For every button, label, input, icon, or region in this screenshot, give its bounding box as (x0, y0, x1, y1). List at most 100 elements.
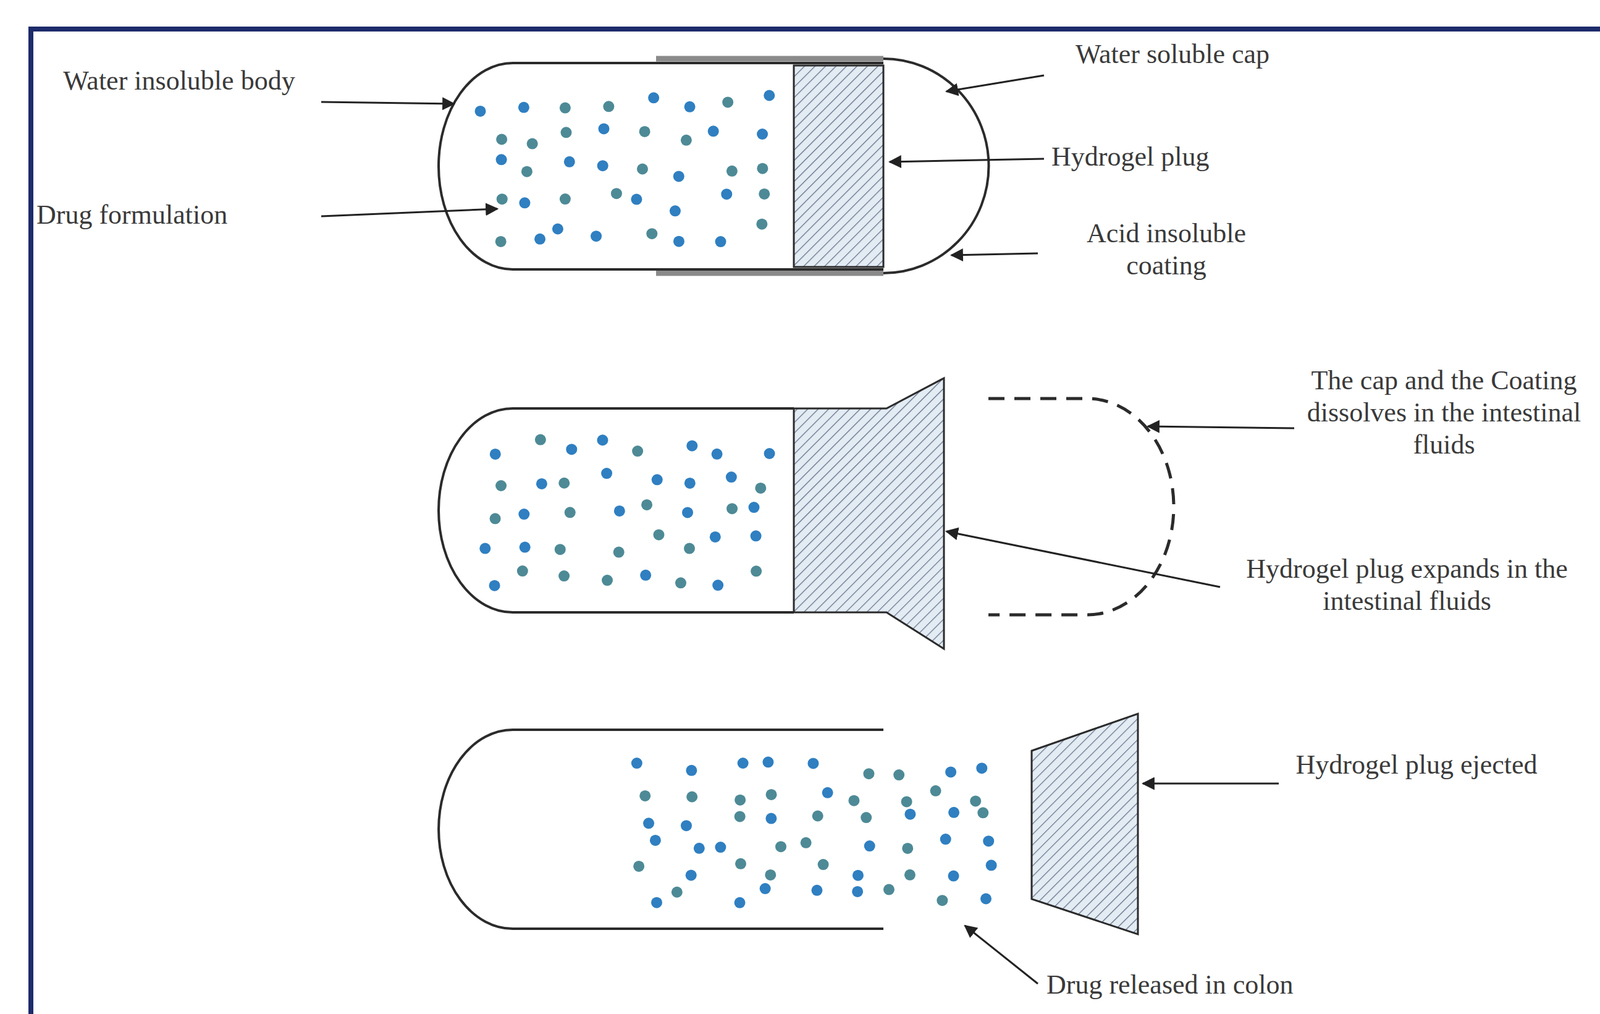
drug-particle (685, 869, 697, 881)
drug-particle (613, 546, 625, 558)
capsule-body (438, 408, 794, 613)
drug-particle (565, 443, 577, 455)
drug-particle (559, 193, 571, 205)
capsule-body (438, 63, 884, 270)
drug-particle (651, 896, 663, 909)
callout-label: Drug formulation (33, 198, 319, 232)
drug-particle (552, 223, 564, 235)
drug-particle (693, 842, 705, 854)
drug-particle (807, 757, 819, 769)
drug-particle (711, 448, 723, 460)
drug-particle (977, 806, 989, 818)
drug-particle (496, 193, 508, 205)
callout-label: Hydrogel plug expands in the intestinal … (1226, 552, 1588, 618)
drug-particle (936, 894, 948, 906)
drug-particle (684, 101, 696, 113)
drug-particle (521, 166, 533, 178)
leader-line (951, 253, 1038, 256)
drug-particle (614, 505, 626, 517)
drug-particle (534, 434, 547, 446)
drug-particle (726, 502, 738, 514)
drug-particle (610, 187, 623, 199)
leader-line (946, 531, 1221, 587)
drug-particle (669, 205, 681, 217)
callout-label: Acid insoluble coating (1042, 217, 1290, 282)
drug-particle (812, 810, 824, 822)
drug-particle (860, 811, 872, 823)
drug-particle (720, 188, 733, 200)
drug-particle (602, 100, 615, 112)
drug-particle (800, 837, 812, 849)
drug-particles (475, 90, 776, 248)
drug-particle (940, 833, 952, 845)
drug-particle (762, 756, 774, 768)
drug-particle (633, 860, 645, 872)
leader-line (1142, 782, 1279, 785)
drug-particle (811, 884, 823, 896)
drug-particle (766, 788, 778, 800)
drug-particle (643, 817, 655, 829)
callout-label: Hydrogel plug ejected (1283, 748, 1550, 781)
drug-particle (980, 892, 992, 904)
drug-particle (725, 471, 737, 483)
drug-particle (680, 819, 692, 831)
drug-particle (686, 439, 698, 451)
drug-particle (735, 858, 747, 870)
drug-particle (893, 769, 905, 781)
drug-particle (976, 762, 988, 774)
frame-border (30, 29, 1600, 1014)
drug-particle (822, 787, 834, 799)
drug-particle (564, 156, 576, 168)
drug-particle (517, 565, 529, 577)
drug-particle (759, 882, 771, 894)
drug-particle (750, 530, 762, 542)
drug-particle (671, 886, 683, 898)
drug-particle (684, 477, 696, 489)
hydrogel-plug (793, 65, 884, 267)
drug-particle (901, 842, 914, 854)
drug-particle (495, 235, 507, 248)
drug-particle (756, 218, 768, 230)
cap-sleeve (656, 56, 884, 62)
leader-line (321, 208, 498, 217)
drug-particle (754, 482, 767, 494)
drug-particle (714, 841, 726, 853)
drug-particle (904, 869, 916, 881)
drug-particle (651, 473, 663, 485)
drug-particle (601, 467, 613, 479)
drug-particle (904, 808, 916, 820)
drug-particle (489, 580, 501, 592)
drug-particles (631, 756, 998, 909)
drug-particle (682, 506, 694, 518)
drug-particle (709, 531, 721, 543)
drug-particle (479, 543, 491, 555)
drug-particle (597, 122, 610, 135)
drug-particle (559, 102, 571, 114)
intact-capsule (438, 58, 989, 274)
drug-particle (982, 835, 994, 847)
drug-particle (852, 869, 864, 881)
drug-particle (518, 101, 530, 114)
drug-particle (596, 434, 608, 446)
callout-label: The cap and the Coating dissolves in the… (1300, 364, 1588, 461)
drug-particle (775, 840, 787, 852)
drug-particle (737, 757, 749, 769)
drug-particle (648, 92, 660, 104)
drug-particle (652, 528, 665, 540)
drug-particle (901, 795, 913, 807)
drug-particle (969, 795, 982, 807)
drug-particle (636, 163, 649, 175)
drug-particle (518, 508, 530, 520)
leader-line (889, 158, 1045, 162)
drug-particles (479, 434, 775, 592)
drug-particle (558, 570, 570, 582)
callout-label: Water soluble cap (1048, 38, 1297, 71)
drug-particle (601, 574, 613, 586)
drug-particle (930, 785, 942, 797)
leader-line (321, 101, 455, 104)
ejected-hydrogel-plug (1031, 713, 1138, 935)
leader-line (946, 75, 1045, 92)
drug-particle (631, 757, 643, 769)
drug-particle (558, 477, 570, 489)
